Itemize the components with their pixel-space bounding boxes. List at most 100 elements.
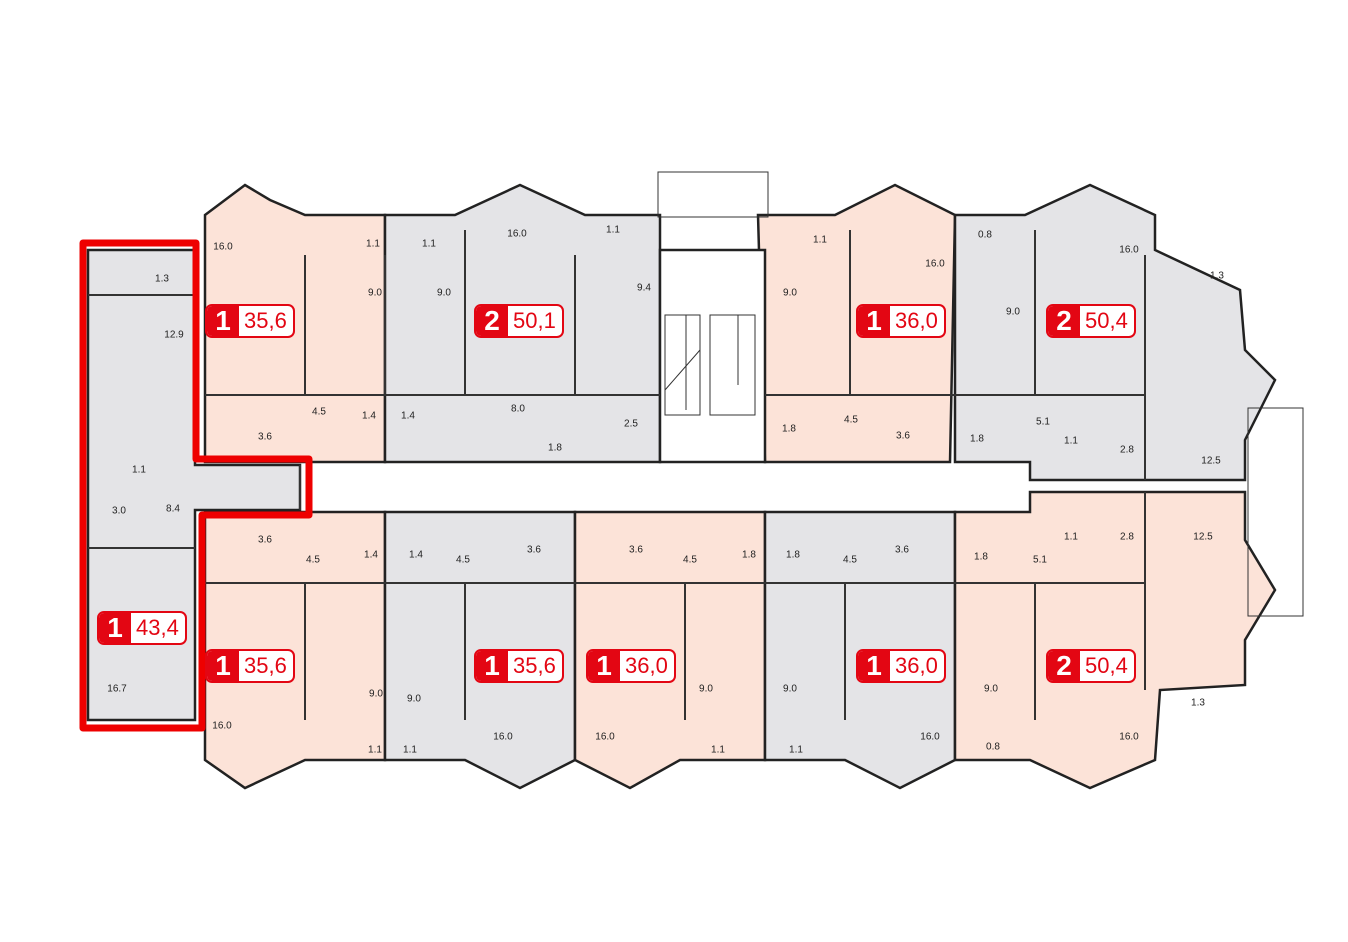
room-area-label: 1.8 bbox=[974, 551, 988, 563]
room-area-label: 16.0 bbox=[1119, 731, 1139, 743]
room-area-label: 1.1 bbox=[606, 224, 620, 236]
room-area-label: 4.5 bbox=[306, 554, 320, 566]
room-area-label: 0.8 bbox=[978, 229, 992, 241]
room-area-label: 9.0 bbox=[699, 683, 713, 695]
room-area-label: 9.0 bbox=[783, 683, 797, 695]
badge-rooms: 1 bbox=[207, 306, 239, 336]
room-area-label: 4.5 bbox=[683, 554, 697, 566]
room-area-label: 3.6 bbox=[258, 534, 272, 546]
room-area-label: 3.6 bbox=[258, 431, 272, 443]
badge-area: 35,6 bbox=[244, 308, 287, 333]
room-area-label: 4.5 bbox=[312, 406, 326, 418]
room-area-label: 4.5 bbox=[843, 554, 857, 566]
room-area-label: 2.8 bbox=[1120, 444, 1134, 456]
elevator-shaft-outline bbox=[657, 171, 769, 218]
room-area-label: 1.1 bbox=[366, 238, 380, 250]
room-area-label: 1.1 bbox=[132, 464, 146, 476]
room-area-label: 16.0 bbox=[925, 258, 945, 270]
room-area-label: 8.0 bbox=[511, 403, 525, 415]
room-area-label: 16.0 bbox=[493, 731, 513, 743]
room-area-label: 1.1 bbox=[422, 238, 436, 250]
room-area-label: 9.0 bbox=[368, 287, 382, 299]
room-area-label: 1.4 bbox=[364, 549, 378, 561]
room-area-label: 1.1 bbox=[813, 234, 827, 246]
room-area-label: 16.7 bbox=[107, 683, 127, 695]
room-area-label: 1.8 bbox=[786, 549, 800, 561]
badge-rooms: 1 bbox=[476, 651, 508, 681]
room-area-label: 12.9 bbox=[164, 329, 184, 341]
room-area-label: 1.3 bbox=[155, 273, 169, 285]
room-area-label: 1.3 bbox=[1210, 270, 1224, 282]
badge-rooms: 1 bbox=[207, 651, 239, 681]
apartment-bottom-5[interactable] bbox=[953, 490, 1277, 790]
balcony-outline bbox=[1247, 407, 1304, 617]
badge-area: 43,4 bbox=[136, 615, 179, 640]
room-area-label: 1.8 bbox=[742, 549, 756, 561]
badge-area: 35,6 bbox=[244, 653, 287, 678]
badge-rooms: 2 bbox=[476, 306, 508, 336]
room-area-label: 2.8 bbox=[1120, 531, 1134, 543]
room-area-label: 4.5 bbox=[844, 414, 858, 426]
badge-area: 36,0 bbox=[895, 653, 938, 678]
room-area-label: 2.5 bbox=[624, 418, 638, 430]
room-area-label: 1.8 bbox=[970, 433, 984, 445]
room-area-label: 3.6 bbox=[629, 544, 643, 556]
room-area-label: 3.6 bbox=[895, 544, 909, 556]
room-area-label: 3.0 bbox=[112, 505, 126, 517]
room-area-label: 9.0 bbox=[783, 287, 797, 299]
room-area-label: 1.8 bbox=[548, 442, 562, 454]
room-area-label: 5.1 bbox=[1036, 416, 1050, 428]
room-area-label: 9.0 bbox=[437, 287, 451, 299]
badge-rooms: 1 bbox=[858, 651, 890, 681]
room-area-label: 16.0 bbox=[212, 720, 232, 732]
badge-area: 36,0 bbox=[625, 653, 668, 678]
room-area-label: 12.5 bbox=[1193, 531, 1213, 543]
room-area-label: 1.1 bbox=[403, 744, 417, 756]
room-area-label: 1.8 bbox=[782, 423, 796, 435]
room-area-label: 12.5 bbox=[1201, 455, 1221, 467]
badge-area: 50,4 bbox=[1085, 308, 1128, 333]
room-area-label: 1.1 bbox=[1064, 531, 1078, 543]
room-area-label: 1.4 bbox=[409, 549, 423, 561]
room-area-label: 3.6 bbox=[527, 544, 541, 556]
room-area-label: 16.0 bbox=[213, 241, 233, 253]
room-area-label: 9.0 bbox=[369, 688, 383, 700]
room-area-label: 16.0 bbox=[595, 731, 615, 743]
room-area-label: 16.0 bbox=[1119, 244, 1139, 256]
room-area-label: 9.0 bbox=[1006, 306, 1020, 318]
room-area-label: 16.0 bbox=[507, 228, 527, 240]
room-area-label: 16.0 bbox=[920, 731, 940, 743]
room-area-label: 1.4 bbox=[401, 410, 415, 422]
room-area-label: 1.3 bbox=[1191, 697, 1205, 709]
badge-area: 35,6 bbox=[513, 653, 556, 678]
stair-flights bbox=[664, 314, 756, 416]
badge-rooms: 2 bbox=[1048, 306, 1080, 336]
room-area-label: 0.8 bbox=[986, 741, 1000, 753]
selected-apartment-outline bbox=[79, 239, 313, 732]
room-area-label: 9.4 bbox=[637, 282, 651, 294]
room-area-label: 1.4 bbox=[362, 410, 376, 422]
room-area-label: 4.5 bbox=[456, 554, 470, 566]
staircase bbox=[658, 248, 767, 464]
badge-rooms: 2 bbox=[1048, 651, 1080, 681]
room-area-label: 8.4 bbox=[166, 503, 180, 515]
room-area-label: 3.6 bbox=[896, 430, 910, 442]
badge-area: 36,0 bbox=[895, 308, 938, 333]
interior-walls bbox=[88, 230, 1146, 720]
room-area-label: 5.1 bbox=[1033, 554, 1047, 566]
room-area-label: 1.1 bbox=[1064, 435, 1078, 447]
badge-rooms: 1 bbox=[588, 651, 620, 681]
badge-area: 50,1 bbox=[513, 308, 556, 333]
room-area-label: 9.0 bbox=[984, 683, 998, 695]
